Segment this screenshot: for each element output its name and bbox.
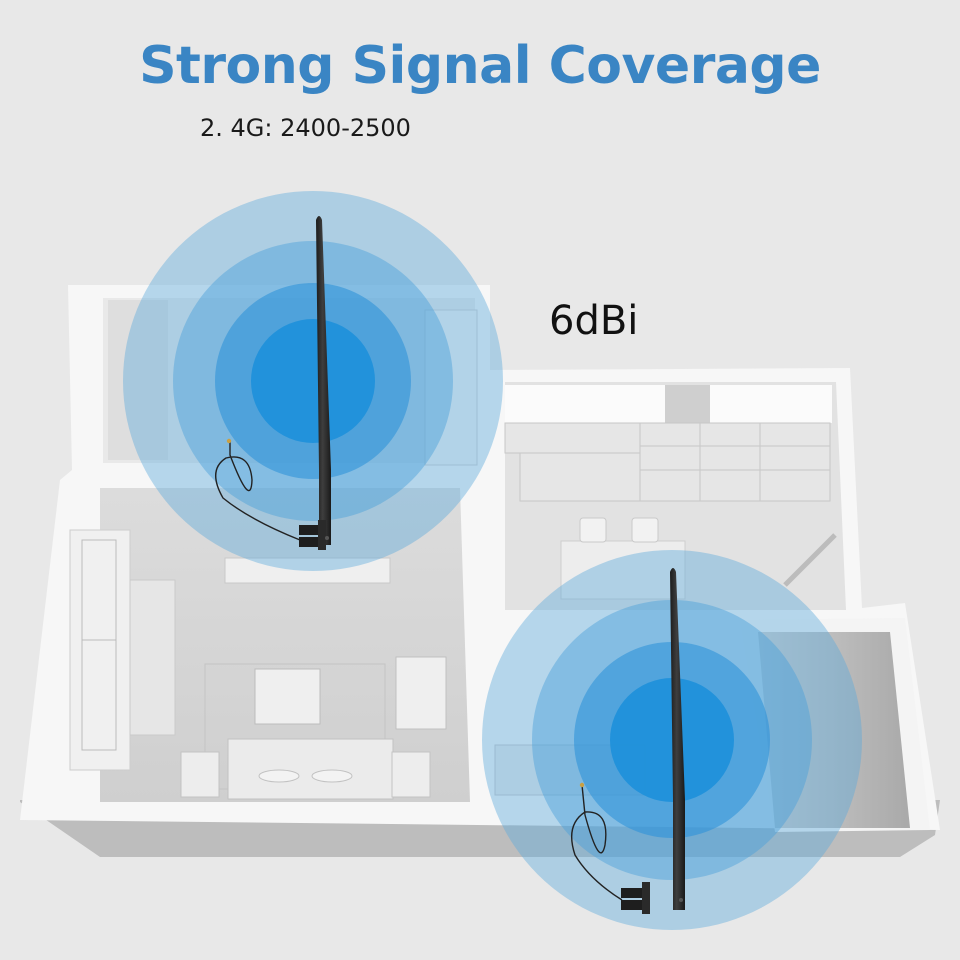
antenna-icon xyxy=(215,216,331,550)
antenna-icon xyxy=(571,568,685,914)
page-title: Strong Signal Coverage xyxy=(139,36,821,96)
signal-coverage-top xyxy=(123,191,503,571)
signal-coverage-bottom xyxy=(482,550,862,930)
frequency-label: 2. 4G: 2400-2500 xyxy=(200,114,411,142)
gain-label: 6dBi xyxy=(549,298,639,344)
